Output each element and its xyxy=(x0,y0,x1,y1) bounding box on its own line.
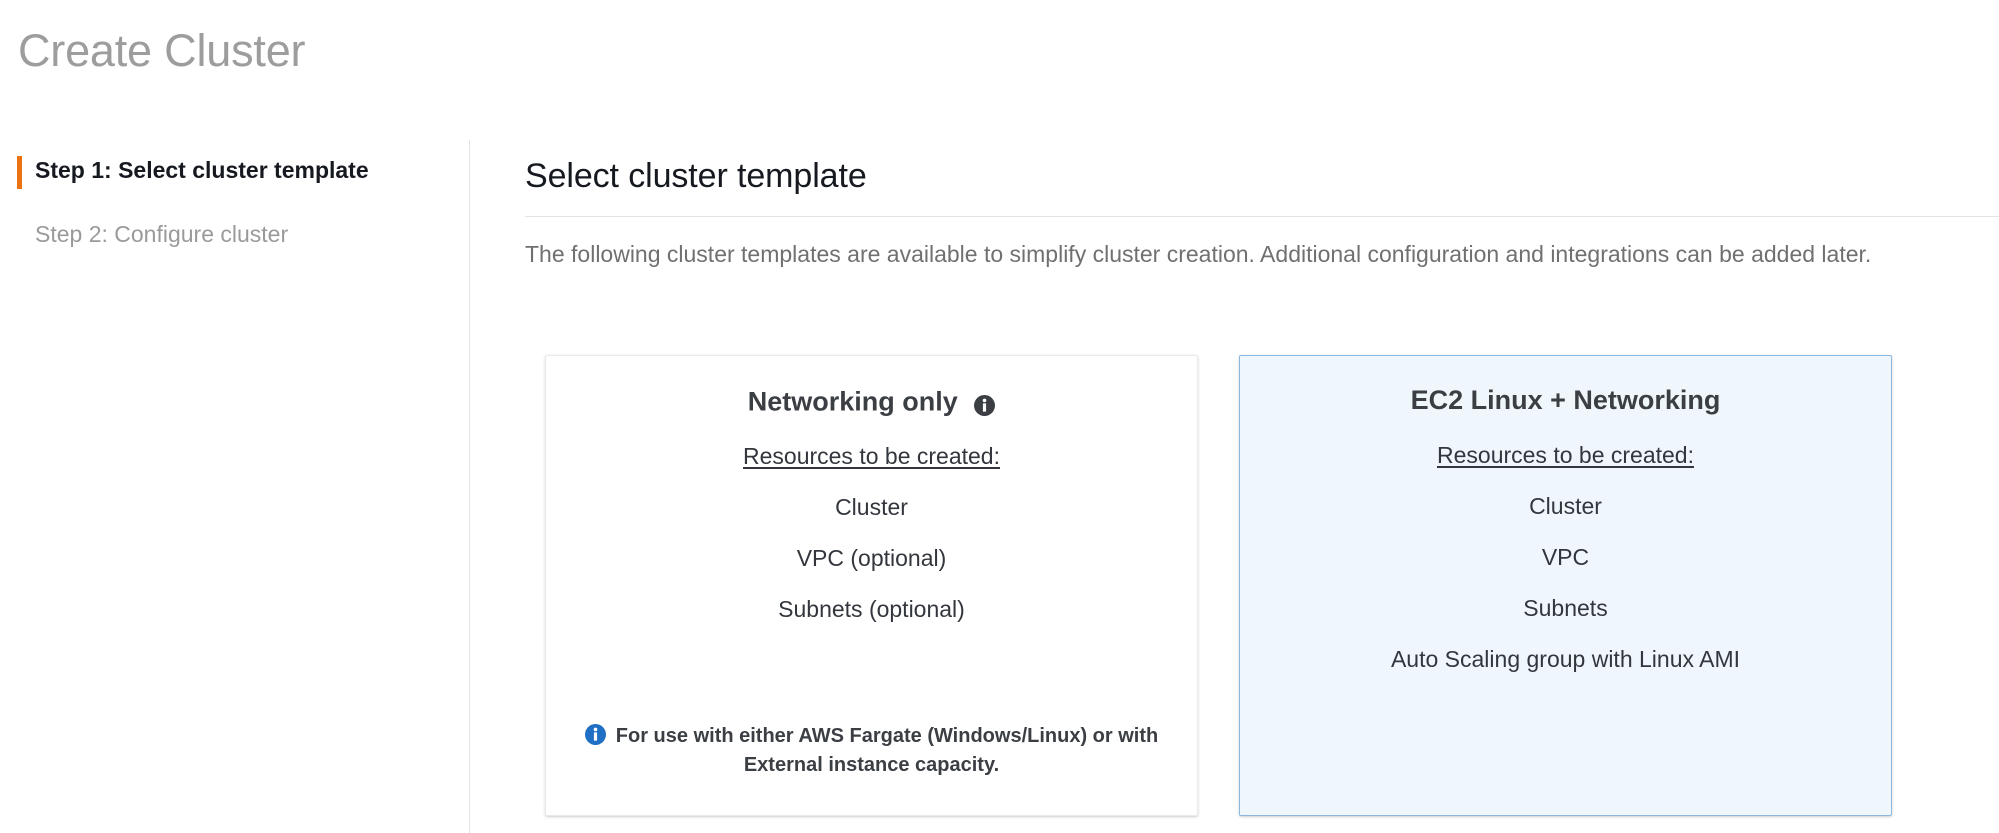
resource-item: Auto Scaling group with Linux AMI xyxy=(1390,646,1741,673)
resources-to-be-created-label: Resources to be created: xyxy=(743,443,1000,470)
page-title: Create Cluster xyxy=(18,25,306,76)
card-note-text: For use with either AWS Fargate (Windows… xyxy=(615,724,1159,777)
resource-item: Subnets xyxy=(1523,595,1608,622)
card-title-text: Networking only xyxy=(747,386,958,417)
resources-label-wrap: Resources to be created: xyxy=(1266,418,1865,469)
step-1-label: Step 1: Select cluster template xyxy=(35,156,369,183)
resource-list-networking-only: Cluster VPC (optional) Subnets (optional… xyxy=(572,496,1171,621)
section-description: The following cluster templates are avai… xyxy=(525,241,1872,268)
card-title-ec2-linux-networking: EC2 Linux + Networking xyxy=(1410,385,1721,415)
resource-list-ec2-linux-networking: Cluster VPC Subnets Auto Scaling group w… xyxy=(1266,495,1865,671)
resource-item: VPC xyxy=(1541,544,1590,571)
template-card-ec2-linux-networking[interactable]: EC2 Linux + Networking Resources to be c… xyxy=(1239,355,1892,816)
resources-to-be-created-label: Resources to be created: xyxy=(1437,442,1694,469)
template-card-list: Networking only Resources to be created:… xyxy=(545,355,1892,816)
resource-item: VPC (optional) xyxy=(796,545,947,572)
info-circle-icon[interactable] xyxy=(974,390,996,417)
sidebar-item-step-1[interactable]: Step 1: Select cluster template xyxy=(0,152,469,189)
step-2-label: Step 2: Configure cluster xyxy=(35,220,289,247)
resource-item: Cluster xyxy=(1529,493,1602,520)
section-heading: Select cluster template xyxy=(525,157,867,195)
info-circle-blue-icon xyxy=(584,724,606,746)
sidebar-item-step-2[interactable]: Step 2: Configure cluster xyxy=(0,216,469,252)
template-card-networking-only[interactable]: Networking only Resources to be created:… xyxy=(545,355,1198,816)
card-title-networking-only: Networking only xyxy=(572,383,1171,419)
resources-label-wrap: Resources to be created: xyxy=(572,419,1171,470)
main-content: Select cluster template The following cl… xyxy=(525,140,1999,833)
steps-sidebar: Step 1: Select cluster template Step 2: … xyxy=(0,140,470,833)
card-note-networking-only: For use with either AWS Fargate (Windows… xyxy=(572,722,1171,781)
resource-item: Cluster xyxy=(835,494,908,521)
resource-item: Subnets (optional) xyxy=(778,596,965,623)
heading-divider xyxy=(525,216,1999,218)
active-step-indicator xyxy=(17,156,22,189)
